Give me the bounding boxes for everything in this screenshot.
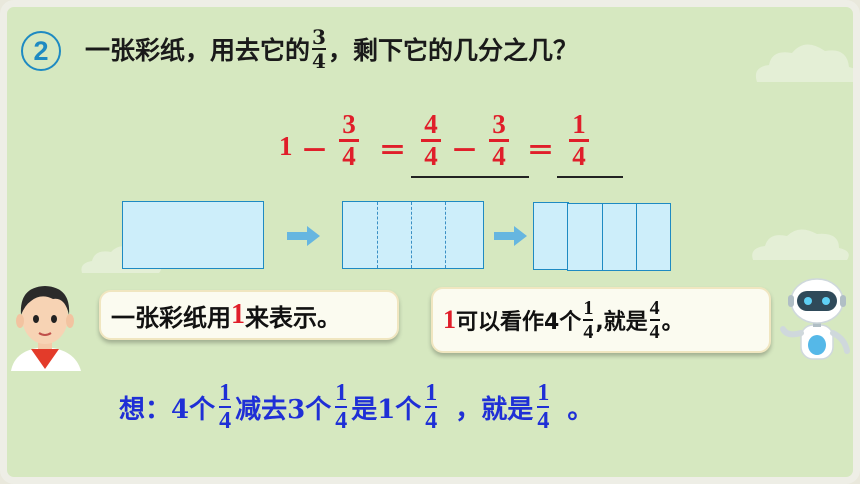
problem-number: 2 [33, 35, 49, 66]
fraction-numerator: 1 [219, 379, 232, 406]
think-text-2: 减去3个 [235, 394, 332, 425]
boy-avatar [11, 286, 81, 371]
fraction-denominator: 4 [649, 321, 660, 344]
equation-equals-2: ＝ [527, 136, 554, 166]
answer-blank-line [411, 176, 529, 178]
fraction-denominator: 4 [424, 141, 438, 171]
think-text-5: 。 [567, 394, 594, 425]
fraction-numerator: 3 [342, 109, 356, 139]
fraction-numerator: 1 [537, 379, 550, 406]
problem-number-badge: 2 [21, 31, 61, 71]
cloud-decoration [752, 229, 849, 260]
fraction-denominator: 4 [425, 408, 438, 435]
fraction-numerator: 1 [583, 296, 594, 319]
right-arrow-icon [287, 226, 320, 246]
whole-paper-rect [122, 201, 264, 269]
fraction-denominator: 4 [335, 408, 348, 435]
remaining-quarter-rect [533, 202, 569, 270]
robot-speech-highlight: 1 [443, 305, 456, 334]
think-text-4: ，就是 [455, 394, 534, 425]
fraction-denominator: 4 [492, 141, 506, 171]
fraction-numerator: 1 [425, 379, 438, 406]
boy-speech-highlight: 1 [231, 299, 245, 330]
equation-whole: 1 [279, 131, 293, 161]
fraction-denominator: 4 [537, 408, 550, 435]
boy-speech-text-before: 一张彩纸用 [111, 303, 231, 332]
fraction-denominator: 4 [572, 141, 586, 171]
think-text-1: 4个 [171, 394, 216, 425]
equation-minus-2: － [451, 136, 478, 166]
fraction-denominator: 4 [219, 408, 232, 435]
equation-equals-1: ＝ [379, 136, 406, 166]
equation-minus: － [301, 136, 328, 166]
fraction-denominator: 4 [583, 321, 594, 344]
fraction-numerator: 4 [424, 109, 438, 139]
fraction-denominator: 4 [342, 141, 356, 171]
fraction-numerator: 4 [649, 296, 660, 319]
problem-text-after: ，剩下它的几分之几？ [327, 36, 578, 65]
fraction-numerator: 1 [335, 379, 348, 406]
robot-avatar [780, 278, 850, 360]
problem-text-before: 一张彩纸，用去它的 [85, 36, 311, 65]
boy-speech-text-after: 来表示。 [245, 303, 341, 332]
fraction-denominator: 4 [312, 49, 326, 74]
robot-speech-text-2: ,就是 [595, 310, 648, 335]
fraction-numerator: 3 [492, 109, 506, 139]
think-label: 想： [119, 394, 172, 425]
quartered-paper-rect [342, 201, 484, 269]
robot-speech-text-1: 可以看作4个 [456, 310, 582, 335]
problem-fraction: 3 4 [312, 24, 326, 74]
fraction-numerator: 3 [312, 24, 326, 49]
problem-statement: 一张彩纸，用去它的 3 4 ，剩下它的几分之几？ [85, 21, 578, 77]
think-text-3: 是1个 [351, 394, 422, 425]
robot-speech-text-3: 。 [661, 310, 684, 335]
cloud-decoration [755, 44, 853, 82]
fraction-numerator: 1 [572, 109, 586, 139]
answer-blank-line [557, 176, 623, 178]
right-arrow-icon [494, 226, 527, 246]
used-three-quarters-rect [567, 203, 671, 271]
